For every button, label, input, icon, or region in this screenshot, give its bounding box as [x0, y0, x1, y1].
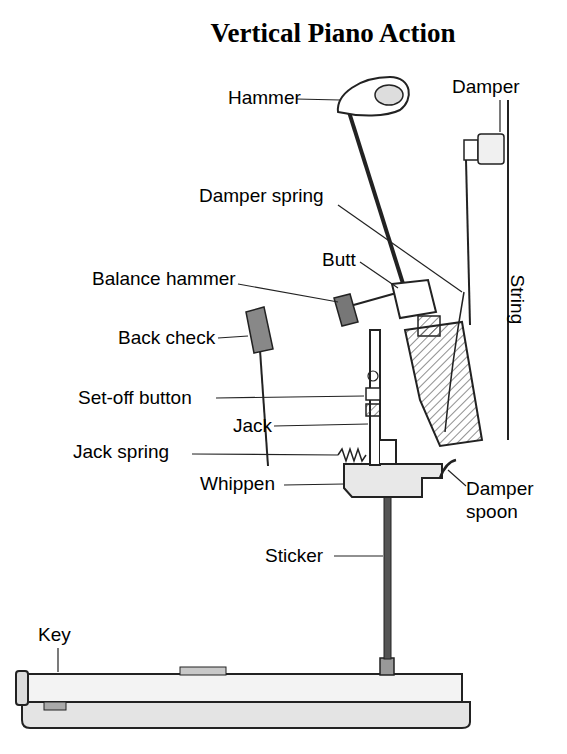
back-check-head — [246, 307, 273, 353]
part-label: Jack — [233, 415, 272, 438]
string-line — [507, 100, 509, 440]
part-label: Damper spoon — [466, 478, 546, 524]
hammer-head — [338, 77, 409, 116]
part-label: Key — [38, 624, 71, 647]
leader-line — [296, 99, 340, 100]
part-label: Jack spring — [73, 441, 169, 464]
part-label: Balance hammer — [92, 268, 236, 291]
leader-line — [360, 262, 398, 288]
set-off-button-shape — [366, 388, 380, 400]
balance-hammer-shape — [334, 294, 358, 326]
leader-line — [499, 100, 500, 132]
hammer-felt — [375, 85, 403, 105]
damper-lever-body — [405, 322, 482, 446]
leader-line — [274, 424, 368, 426]
damper-felt — [478, 134, 504, 164]
damper-block — [464, 140, 478, 160]
part-label: Back check — [118, 327, 215, 350]
part-label: Sticker — [265, 545, 323, 568]
set-off-rail — [366, 404, 380, 416]
diagram-title: Vertical Piano Action — [180, 18, 486, 49]
leader-line — [448, 470, 466, 486]
front-rail-felt — [44, 702, 66, 710]
sticker-rod — [384, 497, 391, 659]
balance-hammer-wire — [350, 292, 400, 306]
leader-line — [192, 454, 338, 455]
part-label: Whippen — [200, 473, 275, 496]
key-body — [22, 674, 462, 702]
hammer-shank — [349, 112, 405, 290]
leader-line — [284, 484, 344, 485]
part-label: Hammer — [228, 87, 301, 110]
capstan — [380, 658, 394, 675]
jack-toe — [380, 440, 396, 464]
part-label: Butt — [322, 249, 356, 272]
damper-wire — [466, 160, 470, 325]
damper-spring-wire — [445, 292, 464, 432]
leader-line — [216, 396, 364, 398]
part-label: Damper spring — [199, 185, 324, 208]
whippen-body — [344, 464, 442, 497]
key-bed — [22, 702, 470, 728]
back-check-wire — [260, 350, 268, 466]
leader-line — [218, 336, 248, 338]
leader-line — [338, 205, 462, 292]
leader-line — [238, 284, 338, 302]
part-label: Damper — [452, 76, 520, 99]
key-front — [16, 671, 28, 705]
regulating-screw — [368, 371, 378, 381]
balance-rail — [180, 667, 226, 675]
leader-line — [57, 648, 58, 672]
leader-line — [334, 555, 383, 556]
hammer-butt — [392, 280, 436, 318]
part-label: Set-off button — [78, 387, 192, 410]
jack-spring-coil — [338, 449, 366, 461]
part-label: String — [506, 269, 529, 329]
